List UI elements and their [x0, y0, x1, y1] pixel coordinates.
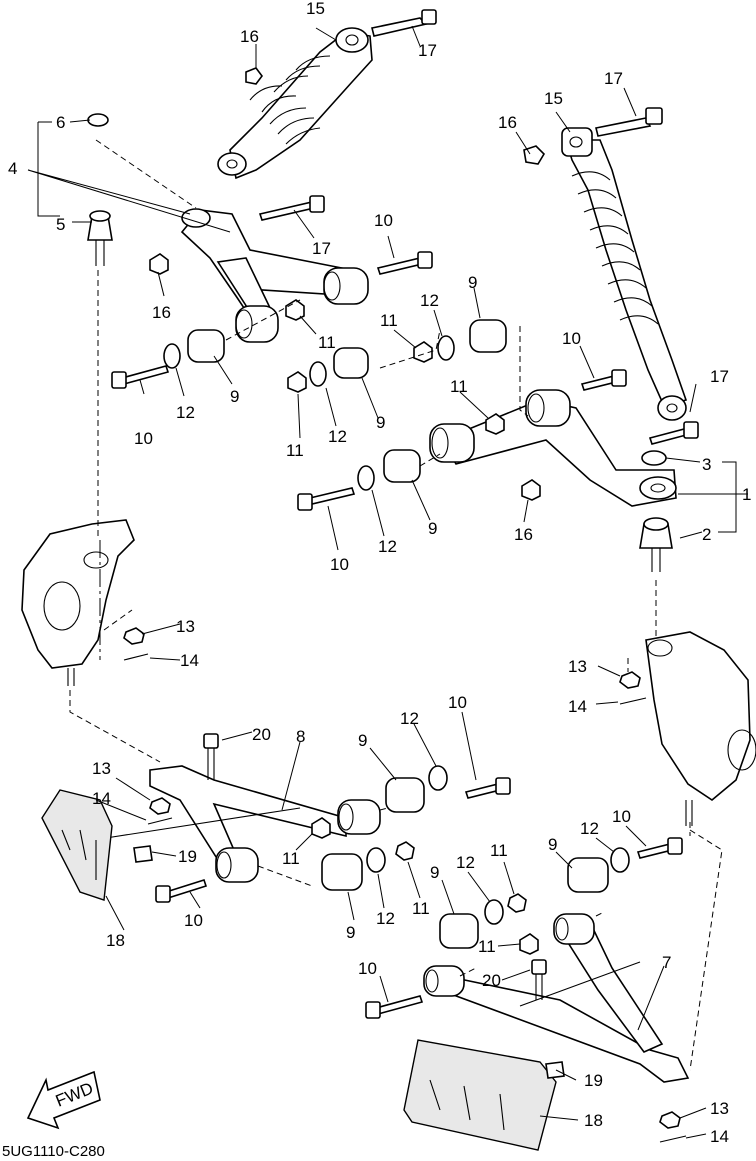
diagram-code: 5UG1110-C280	[2, 1143, 105, 1160]
callout-6: 6	[56, 113, 65, 132]
right-arm-guard	[403, 1039, 557, 1151]
upper-right-arm	[429, 389, 677, 572]
callout-10: 10	[134, 429, 153, 448]
callout-17: 17	[604, 69, 623, 88]
lower-right-arm	[423, 913, 690, 1083]
callout-11: 11	[450, 377, 468, 396]
callout-9: 9	[468, 273, 477, 292]
callout-10: 10	[612, 807, 631, 826]
callout-9: 9	[358, 731, 367, 750]
callout-12: 12	[400, 709, 419, 728]
callout-2: 2	[702, 525, 711, 544]
callout-11: 11	[380, 311, 398, 330]
callout-16: 16	[498, 113, 517, 132]
callout-10: 10	[374, 211, 393, 230]
callout-4: 4	[8, 159, 17, 178]
callout-16: 16	[514, 525, 533, 544]
callout-18: 18	[106, 931, 125, 950]
callout-12: 12	[420, 291, 439, 310]
callout-15: 15	[306, 0, 325, 18]
leader-lines	[27, 25, 748, 1139]
callout-9: 9	[428, 519, 437, 538]
callout-12: 12	[328, 427, 347, 446]
washer-set	[163, 335, 630, 925]
callout-9: 9	[346, 923, 355, 942]
callout-10: 10	[358, 959, 377, 978]
callout-11: 11	[282, 849, 300, 868]
callout-19: 19	[178, 847, 197, 866]
callout-17: 17	[710, 367, 729, 386]
bushing-set	[187, 319, 609, 949]
callout-14: 14	[180, 651, 199, 670]
callout-14: 14	[92, 789, 111, 808]
callout-10: 10	[448, 693, 467, 712]
callout-11: 11	[490, 841, 508, 860]
left-shock-absorber	[217, 9, 437, 180]
callout-10: 10	[562, 329, 581, 348]
callout-11: 11	[478, 937, 496, 956]
callout-11: 11	[412, 899, 430, 918]
upper-left-arm	[87, 208, 369, 343]
small-hardware	[87, 113, 687, 1143]
callout-12: 12	[580, 819, 599, 838]
alignment-lines	[69, 139, 723, 1071]
callout-12: 12	[376, 909, 395, 928]
callout-18: 18	[584, 1111, 603, 1130]
callout-1: 1	[742, 485, 751, 504]
left-arm-guard	[41, 789, 113, 901]
callout-20: 20	[482, 971, 501, 990]
callout-14: 14	[710, 1127, 729, 1146]
callout-3: 3	[702, 455, 711, 474]
callout-19: 19	[584, 1071, 603, 1090]
callout-8: 8	[296, 727, 305, 746]
callout-13: 13	[710, 1099, 729, 1118]
callout-labels: 1 2 3 4 5 6 7 8 9 9 9 9 9 9 9 9 10 10 10…	[8, 0, 751, 1146]
callout-9: 9	[376, 413, 385, 432]
callout-11: 11	[286, 441, 304, 460]
callout-12: 12	[378, 537, 397, 556]
callout-14: 14	[568, 697, 587, 716]
callout-20: 20	[252, 725, 271, 744]
callout-13: 13	[568, 657, 587, 676]
lower-left-arm	[105, 765, 381, 883]
callout-12: 12	[176, 403, 195, 422]
callout-11: 11	[318, 333, 336, 352]
callout-10: 10	[184, 911, 203, 930]
right-shock-absorber	[523, 107, 688, 421]
callout-12: 12	[456, 853, 475, 872]
callout-15: 15	[544, 89, 563, 108]
bolt-set	[111, 195, 699, 1019]
right-steering-knuckle	[645, 631, 756, 826]
nut-set	[149, 253, 541, 955]
callout-17: 17	[418, 41, 437, 60]
callout-16: 16	[240, 27, 259, 46]
callout-9: 9	[430, 863, 439, 882]
callout-17: 17	[312, 239, 331, 258]
callout-10: 10	[330, 555, 349, 574]
callout-16: 16	[152, 303, 171, 322]
callout-5: 5	[56, 215, 65, 234]
fwd-direction-arrow: FWD	[26, 1070, 101, 1130]
callout-7: 7	[662, 953, 671, 972]
left-steering-knuckle	[21, 519, 135, 686]
callout-13: 13	[92, 759, 111, 778]
callout-13: 13	[176, 617, 195, 636]
callout-9: 9	[548, 835, 557, 854]
callout-9: 9	[230, 387, 239, 406]
